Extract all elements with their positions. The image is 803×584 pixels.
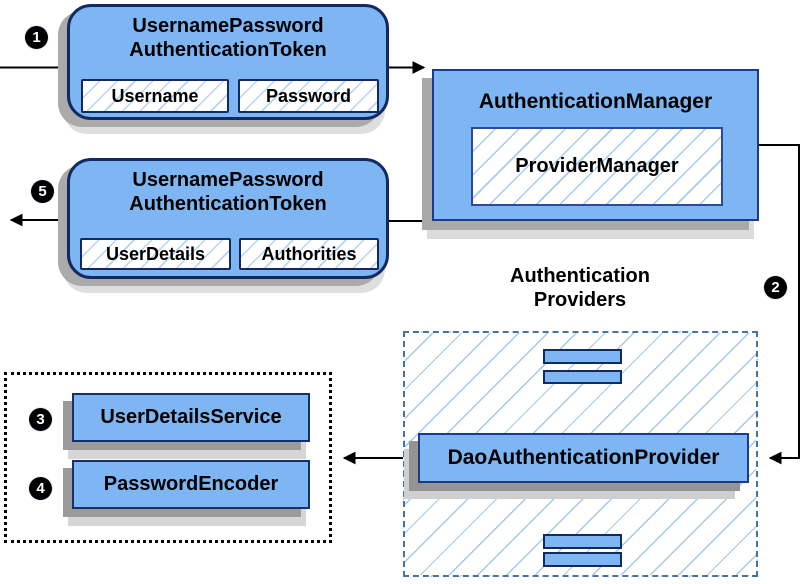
step-4-badge: 4 (29, 477, 52, 500)
response-token-title-line1: UsernamePassword (132, 169, 324, 191)
password-field: Password (238, 79, 379, 113)
provider-stack-bottom-bar-2 (543, 552, 622, 567)
user-details-service-box: UserDetailsService (72, 393, 310, 442)
provider-stack-top-bar-2 (543, 370, 622, 384)
username-field: Username (81, 79, 229, 113)
authentication-manager-title: AuthenticationManager (478, 90, 713, 113)
authentication-providers-label-line1: Authentication (510, 265, 650, 287)
step-1-badge: 1 (25, 26, 48, 49)
authentication-providers-label: Authentication Providers (455, 264, 705, 312)
password-encoder-box: PasswordEncoder (72, 460, 310, 509)
response-token-box: UsernamePassword AuthenticationToken Use… (67, 158, 389, 279)
response-token-title: UsernamePassword AuthenticationToken (70, 161, 386, 216)
provider-manager-box: ProviderManager (471, 127, 723, 206)
provider-stack-top-bar-1 (543, 349, 622, 364)
authentication-manager-box: AuthenticationManager ProviderManager (432, 69, 759, 221)
request-token-title-line2: AuthenticationToken (129, 39, 327, 61)
provider-stack-bottom-bar-1 (543, 534, 622, 549)
response-token-title-line2: AuthenticationToken (129, 193, 327, 215)
beans-dotted-box (4, 372, 332, 543)
authentication-providers-label-line2: Providers (533, 289, 627, 311)
request-token-box: UsernamePassword AuthenticationToken Use… (67, 4, 389, 120)
step-5-badge: 5 (31, 180, 54, 203)
step-2-badge: 2 (764, 276, 787, 299)
arrow-manager-to-dao (759, 144, 800, 465)
step-3-badge: 3 (29, 408, 52, 431)
request-token-title-line1: UsernamePassword (132, 15, 324, 37)
request-token-title: UsernamePassword AuthenticationToken (70, 7, 386, 62)
user-details-field: UserDetails (80, 238, 231, 270)
dao-authentication-provider-box: DaoAuthenticationProvider (418, 433, 749, 483)
authorities-field: Authorities (239, 238, 379, 270)
